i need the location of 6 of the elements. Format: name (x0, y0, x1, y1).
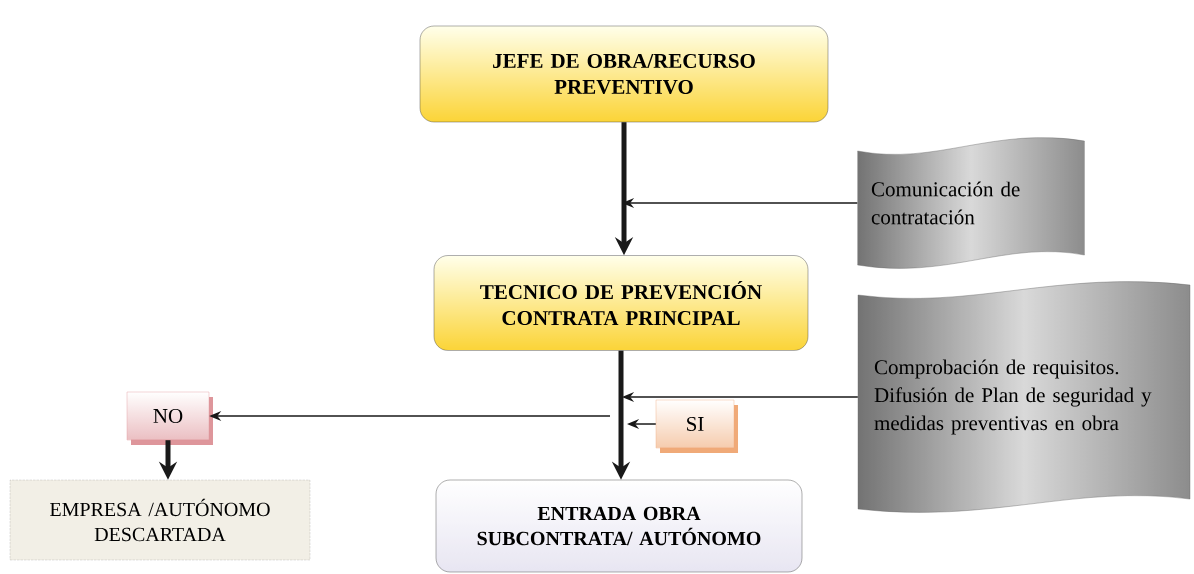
decision-box: NO (126, 391, 213, 445)
process-box: TECNICO DE PREVENCIÓN CONTRATA PRINCIPAL (433, 255, 809, 351)
process-box: JEFE DE OBRA/RECURSO PREVENTIVO (419, 25, 829, 123)
process-box: ENTRADA OBRA SUBCONTRATA/ AUTÓNOMO (435, 479, 803, 573)
decision-box: SI (655, 399, 738, 453)
result-box: EMPRESA /AUTÓNOMO DESCARTADA (9, 479, 311, 561)
